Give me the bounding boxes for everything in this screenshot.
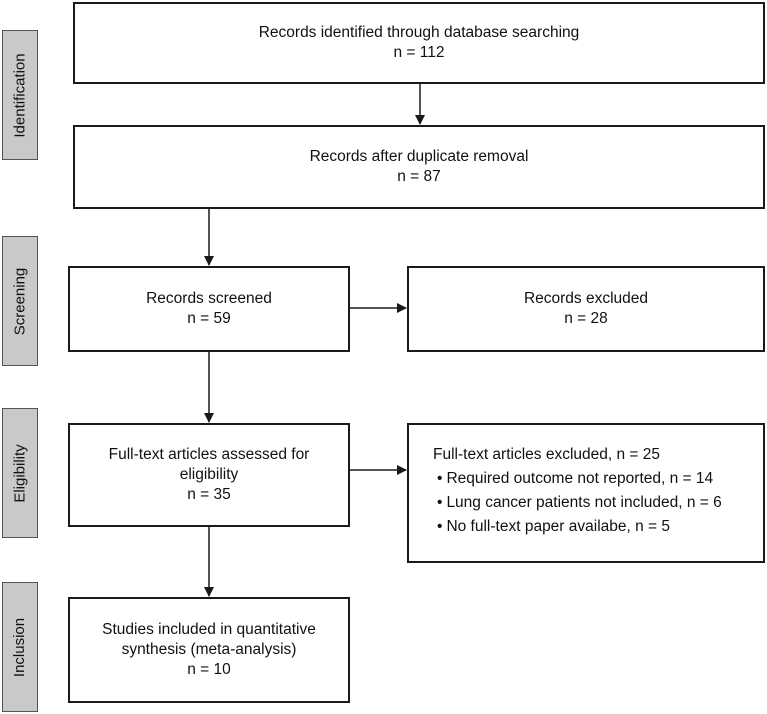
exclusion-reason-item: No full-text paper availabe, n = 5 <box>433 515 670 539</box>
box-after-duplicates-count: n = 87 <box>397 168 441 185</box>
box-fulltext-assessed-label-1: Full-text articles assessed for <box>108 446 310 463</box>
stage-inclusion-label: Inclusion <box>11 617 29 677</box>
box-fulltext-excluded-title: Full-text articles excluded, n = 25 <box>433 446 661 463</box>
box-records-excluded: Records excluded n = 28 <box>407 266 765 352</box>
stage-eligibility: Eligibility <box>2 408 38 538</box>
stage-screening-label: Screening <box>11 267 29 335</box>
exclusion-reason-item: Lung cancer patients not included, n = 6 <box>433 491 721 515</box>
box-records-identified-count: n = 112 <box>393 44 445 61</box>
stage-identification-label: Identification <box>11 52 29 138</box>
box-fulltext-assessed-label-2: eligibility <box>179 466 239 483</box>
box-records-identified-label: Records identified through database sear… <box>258 24 580 41</box>
box-records-excluded-count: n = 28 <box>564 310 608 327</box>
box-studies-included-label-2: synthesis (meta-analysis) <box>121 641 297 658</box>
box-records-excluded-label: Records excluded <box>523 290 649 307</box>
box-studies-included-count: n = 10 <box>187 661 231 678</box>
box-records-screened-label: Records screened <box>146 290 272 307</box>
box-fulltext-assessed: Full-text articles assessed for eligibil… <box>68 423 350 527</box>
box-after-duplicates-label: Records after duplicate removal <box>309 148 529 165</box>
box-after-duplicates: Records after duplicate removal n = 87 <box>73 125 765 209</box>
box-fulltext-assessed-count: n = 35 <box>187 486 231 503</box>
box-records-screened: Records screened n = 59 <box>68 266 350 352</box>
box-studies-included: Studies included in quantitative synthes… <box>68 597 350 703</box>
stage-identification: Identification <box>2 30 38 160</box>
box-records-screened-count: n = 59 <box>187 310 231 327</box>
box-fulltext-excluded: Full-text articles excluded, n = 25 Requ… <box>407 423 765 563</box>
box-records-identified: Records identified through database sear… <box>73 2 765 84</box>
exclusion-reason-item: Required outcome not reported, n = 14 <box>433 467 713 491</box>
stage-eligibility-label: Eligibility <box>11 443 29 503</box>
stage-inclusion: Inclusion <box>2 582 38 712</box>
box-studies-included-label-1: Studies included in quantitative <box>102 621 316 638</box>
stage-screening: Screening <box>2 236 38 366</box>
